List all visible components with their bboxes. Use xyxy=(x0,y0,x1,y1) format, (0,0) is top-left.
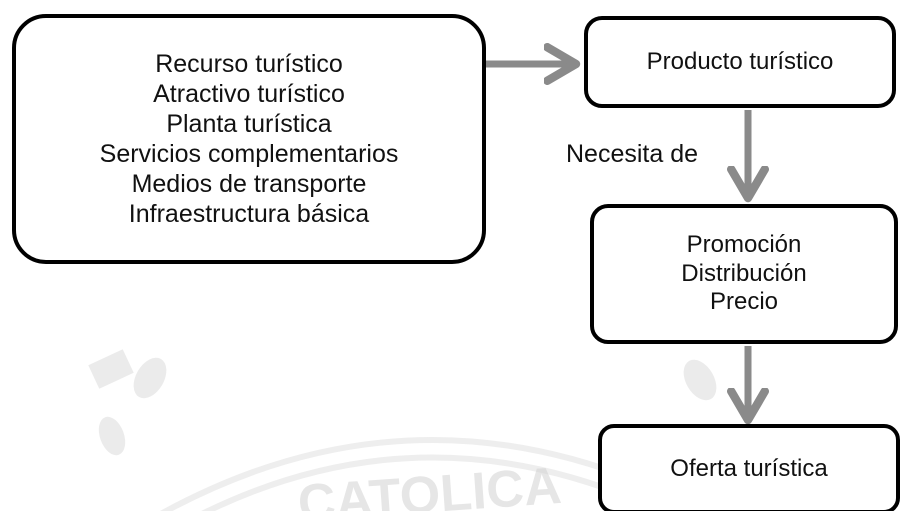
inputs-line: Infraestructura básica xyxy=(128,200,370,228)
marketing-line: Precio xyxy=(709,288,779,316)
inputs-line: Medios de transporte xyxy=(131,170,367,198)
inputs-line: Recurso turístico xyxy=(155,50,343,78)
marketing-line: Promoción xyxy=(686,230,802,258)
oferta-box: Oferta turística xyxy=(598,424,900,511)
edge-label-necesita: Necesita de xyxy=(566,140,699,168)
inputs-line: Servicios complementarios xyxy=(99,140,399,168)
producto-label: Producto turístico xyxy=(646,47,834,75)
inputs-line: Atractivo turístico xyxy=(153,80,345,108)
marketing-box: Promoción Distribución Precio xyxy=(590,204,898,344)
producto-box: Producto turístico xyxy=(584,16,896,108)
inputs-box: Recurso turístico Atractivo turístico Pl… xyxy=(12,14,486,264)
marketing-line: Distribución xyxy=(681,259,807,287)
oferta-label: Oferta turística xyxy=(670,454,828,482)
inputs-line: Planta turística xyxy=(166,110,332,138)
